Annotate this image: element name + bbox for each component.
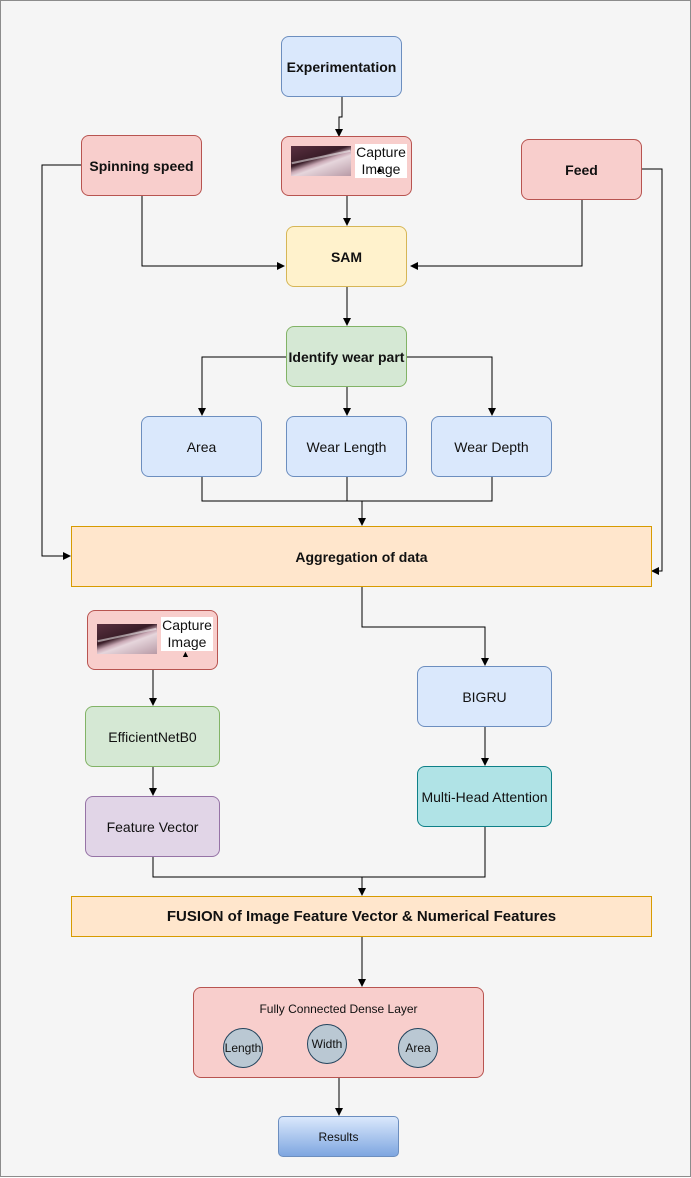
experimentation-label: Experimentation — [286, 58, 397, 75]
dense-layer-node: Fully Connected Dense Layer Length Width… — [193, 987, 484, 1078]
edge-aggregation-bigru — [361, 587, 489, 666]
area-node: Area — [141, 416, 262, 477]
feature-vector-node: Feature Vector — [85, 796, 220, 857]
cursor-arrow-icon-2: ▲ — [181, 649, 190, 659]
results-node: Results — [278, 1116, 399, 1157]
efficientnet-label: EfficientNetB0 — [108, 728, 197, 745]
cursor-arrow-icon: ▲ — [375, 164, 384, 174]
wear-depth-node: Wear Depth — [431, 416, 552, 477]
edge-identify-area — [198, 356, 287, 416]
efficientnet-node: EfficientNetB0 — [85, 706, 220, 767]
multi-head-attention-node: Multi-Head Attention — [417, 766, 552, 827]
fusion-label: FUSION of Image Feature Vector & Numeric… — [166, 908, 557, 925]
capture-image-top-node: Capture Image ▲ — [281, 136, 412, 196]
bigru-label: BIGRU — [462, 688, 507, 705]
bigru-node: BIGRU — [417, 666, 552, 727]
edge-feed-aggregation — [642, 168, 663, 575]
capture-image-bottom-node: Capture Image ▲ — [87, 610, 218, 670]
edge-speed-aggregation — [41, 164, 82, 560]
sam-node: SAM — [286, 226, 407, 287]
aggregation-node: Aggregation of data — [71, 526, 652, 587]
feed-label: Feed — [565, 161, 598, 178]
output-area-circle: Area — [398, 1028, 438, 1068]
capture-image-bottom-label: Capture Image — [161, 617, 213, 651]
results-label: Results — [318, 1129, 359, 1144]
wear-depth-label: Wear Depth — [454, 438, 529, 455]
output-length-label: Length — [224, 1041, 262, 1055]
capture-image-top-label: Capture Image — [355, 144, 407, 178]
fusion-node: FUSION of Image Feature Vector & Numeric… — [71, 896, 652, 937]
output-width-label: Width — [311, 1037, 343, 1051]
identify-wear-part-node: Identify wear part — [286, 326, 407, 387]
edge-identify-depth — [407, 356, 496, 416]
edge-area-merge — [201, 477, 362, 502]
feature-vector-label: Feature Vector — [106, 818, 199, 835]
multi-head-attention-label: Multi-Head Attention — [421, 788, 548, 805]
identify-wear-part-label: Identify wear part — [288, 348, 405, 365]
edge-experimentation-capture — [335, 97, 343, 137]
area-label: Area — [186, 438, 217, 455]
tool-wear-thumbnail-2 — [97, 624, 157, 654]
output-length-circle: Length — [223, 1028, 263, 1068]
dense-layer-label: Fully Connected Dense Layer — [259, 1002, 418, 1016]
wear-length-node: Wear Length — [286, 416, 407, 477]
sam-label: SAM — [330, 248, 363, 265]
output-area-label: Area — [405, 1041, 431, 1055]
feed-node: Feed — [521, 139, 642, 200]
edge-length-aggregation — [346, 477, 366, 526]
aggregation-label: Aggregation of data — [295, 548, 428, 565]
experimentation-node: Experimentation — [281, 36, 402, 97]
edge-attention-fusion — [362, 827, 486, 878]
spinning-speed-label: Spinning speed — [89, 157, 194, 174]
edge-feature-fusion — [152, 857, 366, 896]
wear-length-label: Wear Length — [306, 438, 387, 455]
tool-wear-thumbnail — [291, 146, 351, 176]
spinning-speed-node: Spinning speed — [81, 135, 202, 196]
edge-feed-sam — [410, 200, 583, 270]
edge-depth-merge — [362, 477, 493, 502]
edge-speed-sam — [141, 196, 285, 270]
output-width-circle: Width — [307, 1024, 347, 1064]
